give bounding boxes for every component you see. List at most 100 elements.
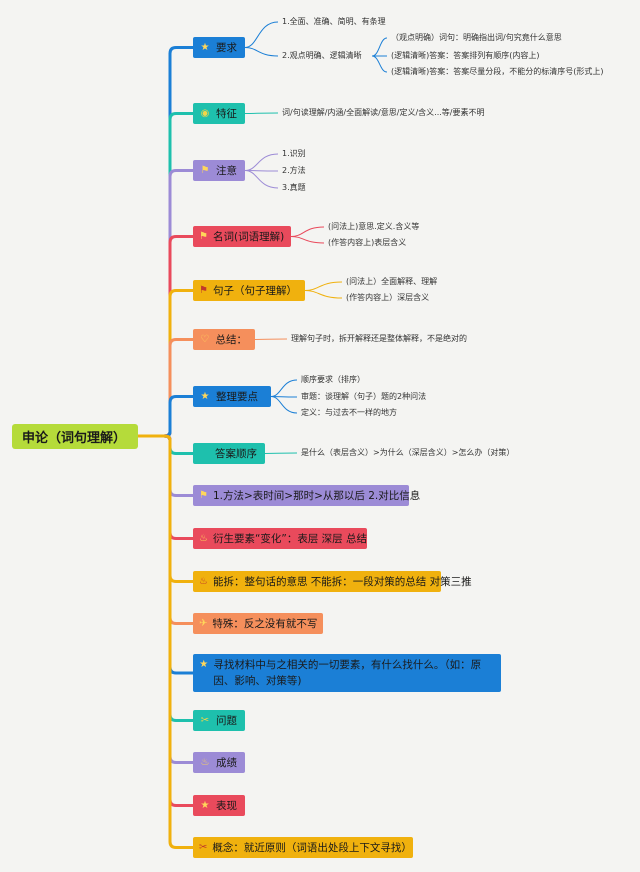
branch-label: 成绩 — [216, 757, 237, 769]
connector-line — [163, 112, 193, 438]
connector-line — [244, 153, 279, 171]
branch-node-1[interactable]: ★要求 — [193, 37, 245, 58]
branch-node-17[interactable]: ✂ 概念：就近原则（词语出处段上下文寻找） — [193, 837, 413, 858]
fire-icon: ♨ — [199, 576, 208, 587]
root-node[interactable]: 申论（词句理解） — [12, 424, 138, 449]
leaf-node[interactable]: 审题：谈理解（句子）题的2种问法 — [301, 392, 427, 401]
branch-label: 概念：就近原则（词语出处段上下文寻找） — [212, 842, 412, 854]
leaf-node[interactable]: 定义：与过去不一样的地方 — [301, 408, 397, 417]
sub-leaf-node[interactable]: （观点明确）词句：明确指出词/句究竟什么意思 — [391, 33, 562, 42]
connector-line — [163, 434, 193, 722]
leaf-node[interactable]: 3.真题 — [282, 183, 306, 192]
fire-icon: ♨ — [199, 533, 208, 544]
leaf-node[interactable]: (问法上)意思.定义.含义等 — [328, 222, 420, 231]
branch-node-5[interactable]: ⚑ 句子（句子理解） — [193, 280, 305, 301]
connector-line — [270, 396, 298, 414]
connector-line — [163, 434, 193, 625]
branch-label: 句子（句子理解） — [213, 285, 297, 297]
branch-label: 能拆：整句话的意思 不能拆：一段对策的总结 对策三推 — [212, 576, 472, 588]
branch-label: 整理要点 — [216, 391, 258, 403]
leaf-node[interactable]: (作答内容上)表层含义 — [328, 238, 407, 247]
connector-line — [244, 170, 279, 172]
heart-icon: ♡ — [200, 334, 210, 345]
sub-leaf-node[interactable]: (逻辑清晰)答案：答案尽量分段，不能分的标清序号(形式上) — [391, 67, 604, 76]
branch-label: 寻找材料中与之相关的一切要素，有什么找什么。（如：原因、影响、对策等) — [213, 659, 482, 687]
branch-node-11[interactable]: ♨ 能拆：整句话的意思 不能拆：一段对策的总结 对策三推 — [193, 571, 472, 592]
branch-label: 衍生要素“变化”：表层 深层 总结 — [212, 533, 368, 545]
branch-label: 答案顺序 — [215, 448, 257, 460]
connector-line — [163, 434, 193, 807]
branch-label: 表现 — [216, 800, 237, 812]
connector-line — [244, 170, 279, 189]
branch-label: 总结： — [215, 334, 248, 346]
leaf-node[interactable]: 1.识别 — [282, 149, 306, 158]
branch-node-4[interactable]: ⚑ 名词(词语理解) — [193, 226, 291, 247]
branch-node-9[interactable]: ⚑ 1.方法>表时间>那时>从那以后 2.对比信息 — [193, 485, 420, 506]
badge-icon: ◉ — [200, 108, 210, 119]
connector-line — [163, 434, 193, 675]
connector-line — [304, 290, 343, 299]
star-icon: ★ — [200, 391, 210, 402]
flag-icon: ⚑ — [199, 231, 208, 242]
fire-icon: ♨ — [200, 757, 210, 768]
leaf-node[interactable]: (作答内容上）深层含义 — [346, 293, 430, 302]
connector-line — [264, 452, 298, 454]
connector-line — [163, 46, 193, 438]
leaf-node[interactable]: 1.全面、准确、简明、有条理 — [282, 17, 386, 26]
connector-line — [163, 434, 193, 540]
connector-line — [304, 281, 343, 291]
branch-label: 注意 — [216, 165, 237, 177]
connector-line — [371, 55, 388, 73]
branch-node-15[interactable]: ♨ 成绩 — [193, 752, 245, 773]
connector-line — [244, 112, 279, 114]
leaf-node[interactable]: 是什么（表层含义）>为什么（深层含义）>怎么办（对策） — [301, 448, 515, 457]
leaf-node[interactable]: 理解句子时，拆开解释还是整体解释，不是绝对的 — [291, 334, 467, 343]
connector-line — [244, 21, 279, 48]
branch-label: 问题 — [216, 715, 237, 727]
connector-line — [254, 338, 288, 340]
leaf-node[interactable]: 词/句读理解/内涵/全面解读/意思/定义/含义...等/要素不明 — [282, 108, 485, 117]
branch-label: 1.方法>表时间>那时>从那以后 2.对比信息 — [212, 490, 421, 502]
connector-line — [270, 379, 298, 397]
connector-line — [244, 47, 279, 57]
connector-line — [163, 338, 193, 438]
sub-leaf-node[interactable]: (逻辑清晰)答案：答案排列有顺序(内容上) — [391, 51, 540, 60]
branch-node-12[interactable]: ✈ 特殊：反之没有就不写 — [193, 613, 323, 634]
tools-icon: ✂ — [199, 842, 208, 853]
tools-icon: ✂ — [200, 715, 210, 726]
star-icon: ★ — [200, 800, 210, 811]
branch-node-2[interactable]: ◉ 特征 — [193, 103, 245, 124]
branch-node-8[interactable]: 答案顺序 — [193, 443, 265, 464]
connector-line — [163, 434, 193, 497]
leaf-node[interactable]: 2.方法 — [282, 166, 306, 175]
branch-node-6[interactable]: ♡ 总结： — [193, 329, 255, 350]
paper-plane-icon: ✈ — [199, 618, 208, 629]
connector-line — [163, 289, 193, 438]
connector-line — [371, 37, 388, 57]
connector-line — [163, 434, 193, 764]
flag-icon: ⚑ — [199, 285, 208, 296]
leaf-node[interactable]: 2.观点明确、逻辑清晰 — [282, 51, 362, 60]
branch-node-14[interactable]: ✂ 问题 — [193, 710, 245, 731]
branch-node-7[interactable]: ★ 整理要点 — [193, 386, 271, 407]
branch-node-3[interactable]: ⚑ 注意 — [193, 160, 245, 181]
branch-label: 特征 — [216, 108, 237, 120]
leaf-node[interactable]: (问法上）全面解释、理解 — [346, 277, 438, 286]
branch-label: 要求 — [216, 42, 237, 54]
branch-node-16[interactable]: ★ 表现 — [193, 795, 245, 816]
connector-line — [163, 235, 193, 438]
leaf-node[interactable]: 顺序要求（排序） — [301, 375, 365, 384]
branch-node-13[interactable]: ★寻找材料中与之相关的一切要素，有什么找什么。（如：原因、影响、对策等) — [193, 654, 501, 692]
branch-label: 名词(词语理解) — [212, 231, 285, 243]
connector-line — [163, 434, 193, 583]
flag-icon: ⚑ — [199, 490, 208, 501]
connector-line — [290, 226, 325, 237]
branch-node-10[interactable]: ♨ 衍生要素“变化”：表层 深层 总结 — [193, 528, 367, 549]
connector-line — [290, 236, 325, 244]
connector-line — [163, 434, 193, 849]
flag-icon: ⚑ — [200, 165, 210, 176]
branch-label: 特殊：反之没有就不写 — [212, 618, 318, 630]
connector-line — [163, 395, 193, 438]
